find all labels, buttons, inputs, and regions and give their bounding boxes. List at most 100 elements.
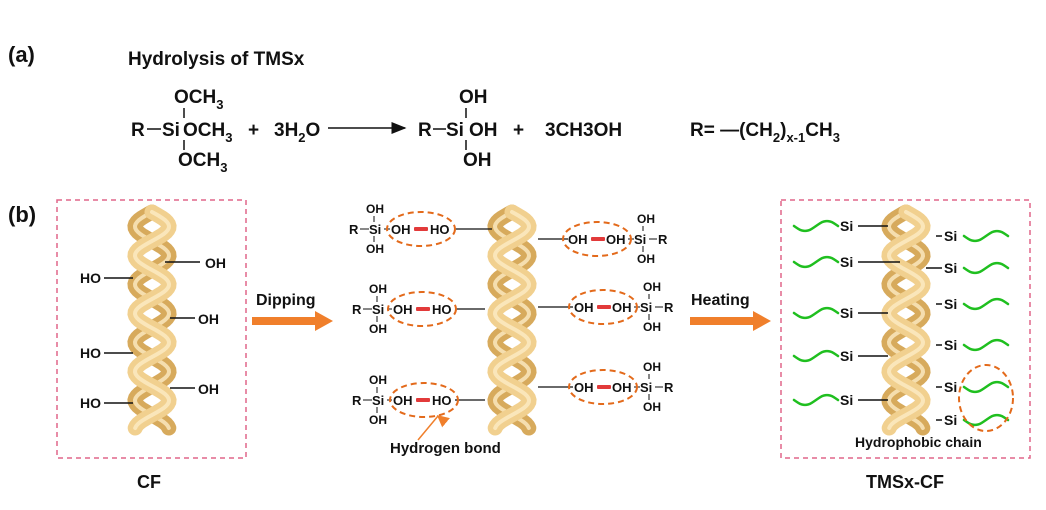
- svg-text:HO: HO: [432, 302, 452, 317]
- cf-fiber-helix: [127, 204, 177, 436]
- fiber-strand-highlight: [886, 210, 926, 430]
- svg-text:OH: OH: [637, 212, 655, 226]
- reaction-title: Hydrolysis of TMSx: [128, 49, 305, 70]
- svg-text:OH: OH: [612, 300, 632, 315]
- svg-text:OH: OH: [469, 120, 498, 141]
- cf-box: [56, 199, 247, 459]
- svg-text:OH: OH: [574, 300, 594, 315]
- dipping-arrow: [252, 311, 333, 331]
- alkyl-chain: [962, 380, 1010, 394]
- fiber-strand-highlight: [132, 210, 172, 430]
- fiber-strand-highlight: [492, 210, 532, 430]
- svg-text:OH: OH: [369, 413, 387, 427]
- svg-text:OH: OH: [366, 242, 384, 256]
- svg-text:OH: OH: [369, 322, 387, 336]
- svg-text:OH: OH: [612, 380, 632, 395]
- silicon-atom: Si: [162, 120, 180, 141]
- silicon-atom-label: Si: [944, 379, 957, 395]
- panel-a-label: (a): [8, 42, 35, 67]
- silicon-atom-label: Si: [840, 254, 853, 270]
- svg-text:Si: Si: [640, 380, 652, 395]
- svg-text:OH: OH: [391, 222, 411, 237]
- heating-arrow: [690, 311, 771, 331]
- svg-text:OH: OH: [205, 255, 226, 271]
- svg-text:OH: OH: [369, 373, 387, 387]
- svg-text:HO: HO: [80, 395, 101, 411]
- fiber-strand-highlight: [886, 210, 926, 430]
- r-definition: R= —(CH2)x-1CH3: [690, 120, 840, 145]
- silicon-atom-label: Si: [944, 337, 957, 353]
- fiber-strand-highlight: [492, 210, 532, 430]
- alkyl-chain: [792, 393, 840, 407]
- svg-text:3H2O: 3H2O: [274, 120, 320, 145]
- svg-text:OH: OH: [463, 150, 492, 171]
- r-group: R: [131, 120, 145, 141]
- silicon-atom-label: Si: [840, 218, 853, 234]
- methoxy-group-mid: OCH: [183, 120, 225, 141]
- svg-text:+: +: [513, 120, 524, 141]
- hydrogen-bond-label: Hydrogen bond: [390, 440, 501, 457]
- svg-text:HO: HO: [80, 345, 101, 361]
- alkyl-chain: [792, 349, 840, 363]
- svg-text:OH: OH: [393, 302, 413, 317]
- silicon-atom-label: Si: [944, 260, 957, 276]
- methanol-product: 3CH3OH: [545, 120, 622, 141]
- svg-text:R: R: [664, 380, 674, 395]
- water-reagent: 3H2O: [274, 120, 320, 145]
- svg-text:Si: Si: [634, 232, 646, 247]
- svg-text:OH: OH: [574, 380, 594, 395]
- hydrophobic-chain-highlight: [958, 364, 1014, 432]
- alkyl-chain: [962, 261, 1010, 275]
- svg-text:R: R: [352, 302, 362, 317]
- svg-text:Si: Si: [369, 222, 381, 237]
- alkyl-chain: [792, 255, 840, 269]
- alkyl-chain: [962, 229, 1010, 243]
- svg-text:Si: Si: [640, 300, 652, 315]
- svg-text:OCH3: OCH3: [178, 150, 227, 175]
- silicon-atom-label: Si: [840, 392, 853, 408]
- dipping-label: Dipping: [256, 292, 316, 309]
- silicon-atom-label: Si: [840, 305, 853, 321]
- svg-text:OH: OH: [643, 360, 661, 374]
- svg-text:OH: OH: [198, 381, 219, 397]
- svg-text:R: R: [349, 222, 359, 237]
- silicon-atom-label: Si: [840, 348, 853, 364]
- svg-text:OH: OH: [643, 320, 661, 334]
- product-silanol: OH R Si OH + OH: [418, 87, 524, 171]
- alkyl-chain: [962, 297, 1010, 311]
- hydrogen-bond-pointer: [417, 415, 450, 441]
- svg-text:OH: OH: [459, 87, 488, 108]
- tmsx-fiber-helix: [881, 204, 931, 436]
- svg-text:OCH3: OCH3: [174, 87, 223, 112]
- silicon-atom-label: Si: [944, 412, 957, 428]
- svg-text:OH: OH: [643, 280, 661, 294]
- cf-label: CF: [137, 472, 161, 492]
- svg-text:OH: OH: [198, 311, 219, 327]
- svg-text:Si: Si: [372, 393, 384, 408]
- svg-text:OH: OH: [366, 202, 384, 216]
- svg-text:R: R: [352, 393, 362, 408]
- svg-text:OCH3: OCH3: [183, 120, 232, 145]
- heating-label: Heating: [691, 292, 750, 309]
- svg-text:OH: OH: [643, 400, 661, 414]
- alkyl-chain: [962, 413, 1010, 427]
- dipped-fiber-helix: [487, 204, 537, 436]
- svg-text:Si: Si: [372, 302, 384, 317]
- svg-text:HO: HO: [80, 270, 101, 286]
- svg-text:R: R: [664, 300, 674, 315]
- silicon-atom-label: Si: [944, 228, 957, 244]
- alkyl-chain: [792, 306, 840, 320]
- tmsx-cf-box: [780, 199, 1031, 459]
- svg-text:OH: OH: [606, 232, 626, 247]
- plus-sign: +: [248, 120, 259, 141]
- svg-text:Si: Si: [446, 120, 464, 141]
- svg-text:OH: OH: [568, 232, 588, 247]
- reactant-tmsx: OCH3 R Si OCH3 + OCH3: [131, 87, 259, 175]
- methoxy-group-bottom: OCH: [178, 150, 220, 171]
- hydrogen-bonded-silanols: OH R Si OH HO OH OH R Si OH HO OH OH R S…: [349, 202, 674, 427]
- panel-b-label: (b): [8, 202, 36, 227]
- alkyl-chain: [962, 338, 1010, 352]
- svg-text:R: R: [658, 232, 668, 247]
